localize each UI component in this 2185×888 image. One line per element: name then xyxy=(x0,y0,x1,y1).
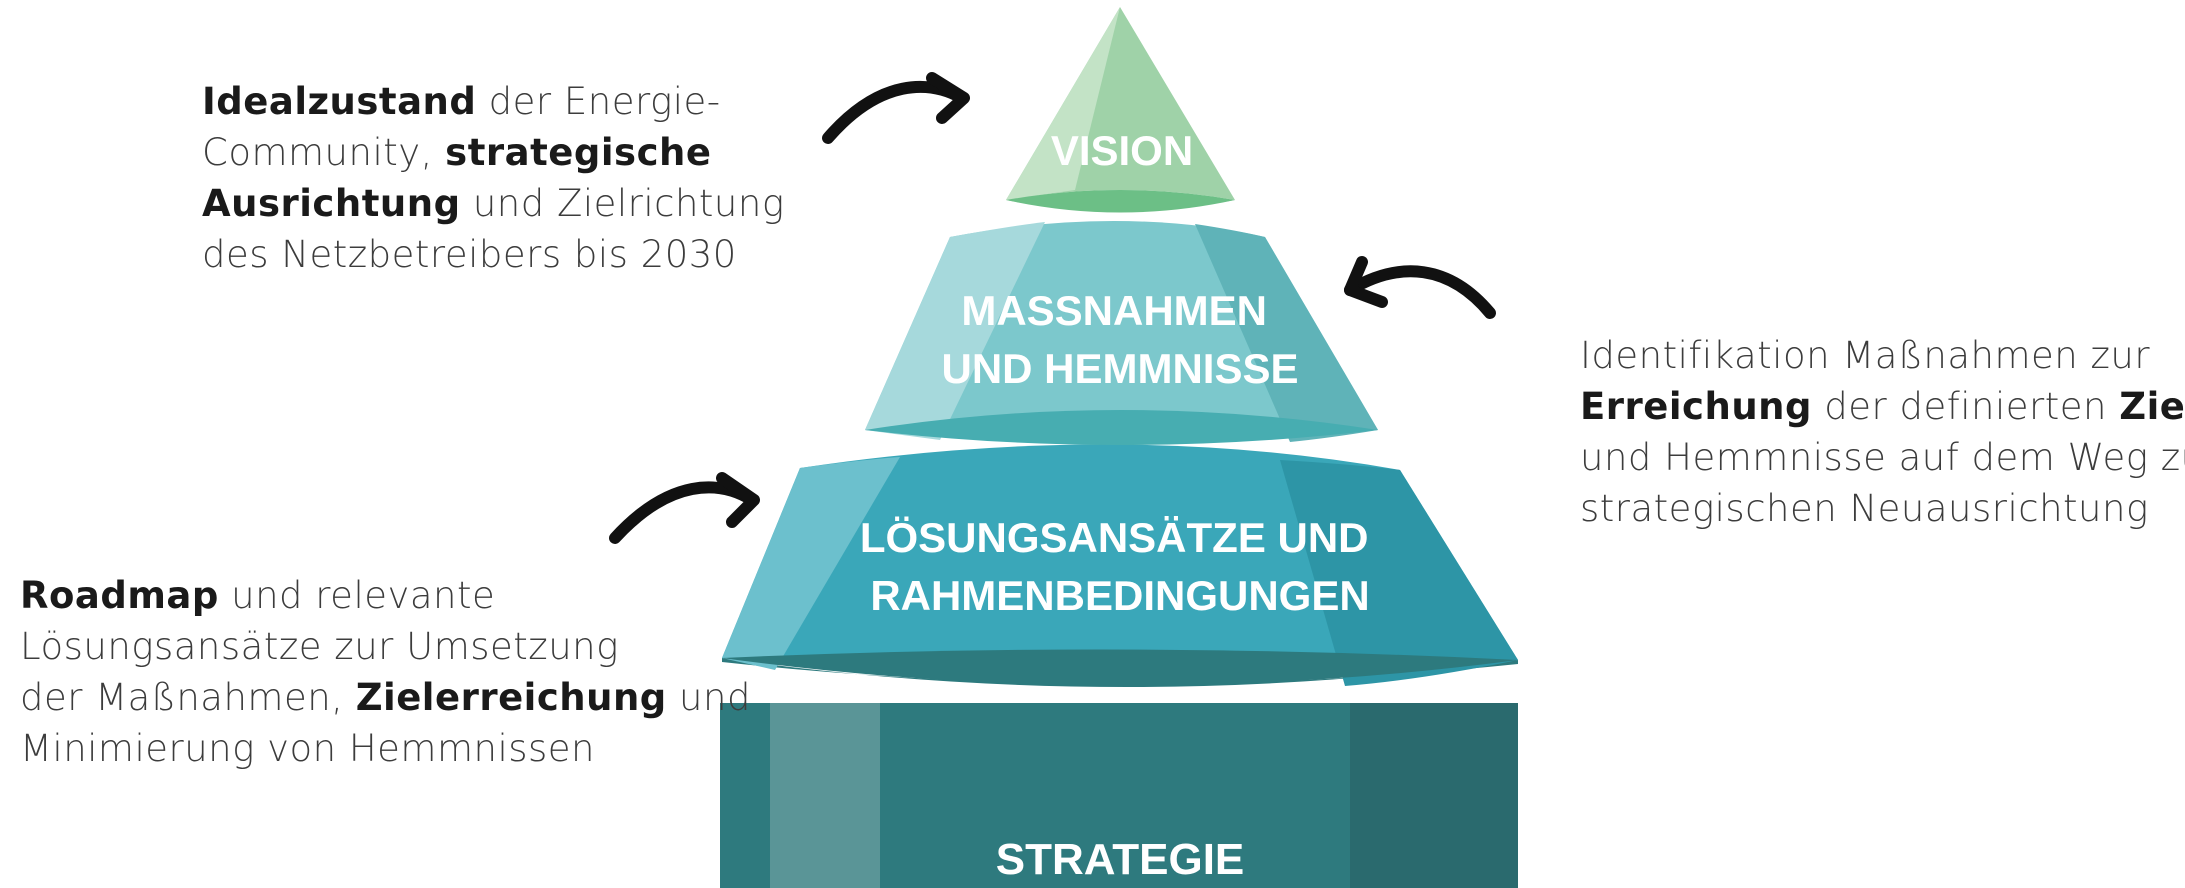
vision-highlight xyxy=(1006,7,1120,200)
note-massnahmen-line: und Hemmnisse auf dem Weg zur xyxy=(1580,432,2185,483)
note-massnahmen-line: Erreichung der definierten Ziele xyxy=(1580,381,2185,432)
note-text: Community, xyxy=(202,131,446,174)
note-text: Lösungsansätze zur Umsetzung xyxy=(20,625,619,668)
arrow-loesungen-head xyxy=(716,472,760,528)
arrow-vision xyxy=(822,72,970,144)
note-text: und xyxy=(666,676,751,719)
note-text: und Zielrichtung xyxy=(460,182,785,225)
note-bold-text: Idealzustand xyxy=(202,80,477,123)
strategie-shade xyxy=(1350,703,1518,888)
loesungen-base xyxy=(722,658,1518,688)
note-loesungen-line: der Maßnahmen, Zielerreichung und xyxy=(20,672,751,723)
note-text: Minimierung von Hemmnissen xyxy=(20,727,596,770)
loesungen-highlight xyxy=(722,457,900,670)
arrow-massnahmen xyxy=(1344,256,1496,319)
tier-label-loesungen: LÖSUNGSANSÄTZE UND RAHMENBEDINGUNGEN xyxy=(860,514,1380,619)
loesungen-shade xyxy=(1280,460,1518,686)
note-vision-line: des Netzbetreibers bis 2030 xyxy=(202,229,785,280)
note-text: der Maßnahmen, xyxy=(20,676,356,719)
tier-label-strategie: STRATEGIE xyxy=(996,835,1245,884)
massnahmen-bottom xyxy=(865,410,1378,445)
tier-label-vision-line-1: VISION xyxy=(1051,127,1193,174)
tier-loesungen: LÖSUNGSANSÄTZE UND RAHMENBEDINGUNGEN xyxy=(722,444,1518,688)
note-text: Identifikation Maßnahmen zur xyxy=(1580,334,2151,377)
note-text: des Netzbetreibers bis 2030 xyxy=(202,233,737,276)
note-massnahmen-line: strategischen Neuausrichtung xyxy=(1580,483,2185,534)
tier-label-loesungen-line-2: RAHMENBEDINGUNGEN xyxy=(870,572,1369,619)
note-bold-text: Ausrichtung xyxy=(202,182,461,225)
note-bold-text: Erreichung xyxy=(1580,385,1812,428)
tier-label-strategie-line-1: STRATEGIE xyxy=(996,835,1245,884)
tier-strategie: STRATEGIE xyxy=(720,703,1518,888)
note-bold-text: Ziele xyxy=(2119,385,2185,428)
tier-label-loesungen-line-1: LÖSUNGSANSÄTZE UND xyxy=(860,514,1369,561)
arrow-vision-head xyxy=(926,72,970,124)
note-bold-text: Zielerreichung xyxy=(355,676,667,719)
tier-label-massnahmen-line-1: MASSNAHMEN xyxy=(961,287,1267,334)
note-massnahmen-line: Identifikation Maßnahmen zur xyxy=(1580,330,2185,381)
arrow-loesungen-shaft xyxy=(609,481,758,544)
loesungen-bottom xyxy=(722,649,1518,686)
note-text: und relevante xyxy=(218,574,496,617)
massnahmen-highlight xyxy=(865,222,1045,440)
vision-bottom xyxy=(1006,190,1235,211)
note-vision-line: Community, strategische xyxy=(202,127,785,178)
note-vision: Idealzustand der Energie-Community, stra… xyxy=(202,76,785,280)
tier-label-vision: VISION xyxy=(1051,127,1193,174)
note-text: strategischen Neuausrichtung xyxy=(1580,487,2149,530)
arrow-massnahmen-head xyxy=(1344,256,1388,308)
tier-vision: VISION xyxy=(1006,7,1235,213)
arrow-massnahmen-shaft xyxy=(1344,265,1496,319)
strategie-highlight xyxy=(770,703,880,888)
note-loesungen-line: Lösungsansätze zur Umsetzung xyxy=(20,621,751,672)
note-bold-text: Roadmap xyxy=(20,574,219,617)
note-loesungen-line: Minimierung von Hemmnissen xyxy=(20,723,751,774)
note-bold-text: strategische xyxy=(445,131,712,174)
arrow-loesungen xyxy=(609,472,760,544)
note-text: und Hemmnisse auf dem Weg zur xyxy=(1580,436,2185,479)
note-loesungen-line: Roadmap und relevante xyxy=(20,570,751,621)
note-vision-line: Idealzustand der Energie- xyxy=(202,76,785,127)
note-text: der definierten xyxy=(1812,385,2120,428)
note-vision-line: Ausrichtung und Zielrichtung xyxy=(202,178,785,229)
tier-label-massnahmen-line-2: UND HEMMNISSE xyxy=(941,345,1298,392)
tier-label-massnahmen: MASSNAHMEN UND HEMMNISSE xyxy=(941,287,1298,392)
tier-massnahmen: MASSNAHMEN UND HEMMNISSE xyxy=(865,221,1378,445)
note-text: der Energie- xyxy=(476,80,721,123)
massnahmen-shade xyxy=(1195,224,1378,442)
